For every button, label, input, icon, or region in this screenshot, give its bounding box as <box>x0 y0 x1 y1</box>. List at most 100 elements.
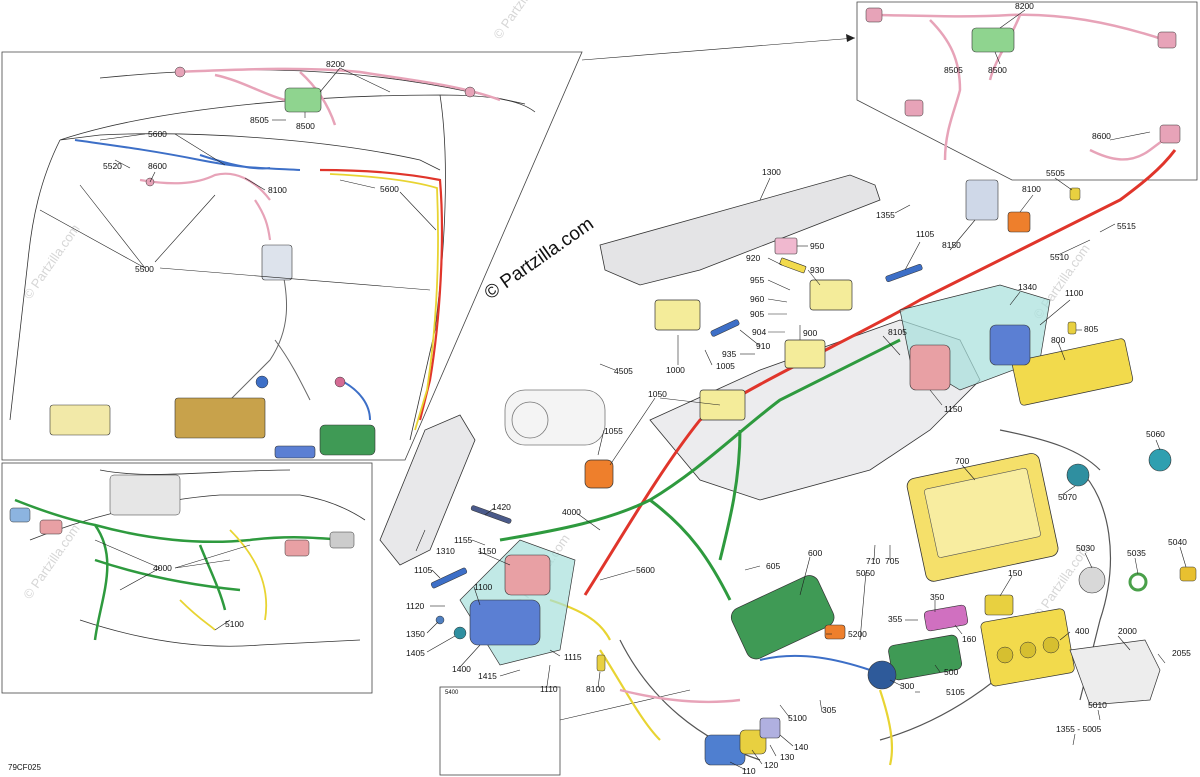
callout-1105-lower: 1105 <box>414 565 433 575</box>
inset-arrow-line <box>581 37 856 61</box>
callout-5200: 5200 <box>848 629 867 639</box>
callout-5100-main: 5100 <box>788 713 807 723</box>
module-blue-topleft <box>274 445 316 459</box>
socket-5040 <box>1179 566 1197 582</box>
callout-5600-main: 5600 <box>636 565 655 575</box>
main-leaders <box>415 131 1187 771</box>
callout-355: 355 <box>888 614 902 624</box>
connector-blue-1 <box>255 375 269 389</box>
display-700-screen <box>924 468 1041 558</box>
relay-930 <box>809 279 853 311</box>
callout-2055: 2055 <box>1172 648 1191 658</box>
module-1000 <box>654 299 701 331</box>
connector-8600 <box>1159 124 1181 144</box>
callout-700: 700 <box>955 456 969 466</box>
module-800 <box>1012 338 1134 406</box>
callout-5035: 5035 <box>1127 548 1146 558</box>
white-harness-down <box>229 259 311 401</box>
callout-5515: 5515 <box>1117 221 1136 231</box>
dash-structure <box>649 319 981 501</box>
bottom-left-inset-frame <box>1 462 373 694</box>
frame-detail-bl <box>109 474 181 516</box>
pink-main-harness <box>619 134 1171 704</box>
callout-2000: 2000 <box>1118 626 1137 636</box>
green-harness-bl <box>14 498 346 641</box>
side-panel-1310 <box>379 414 476 566</box>
module-1150b <box>504 554 551 596</box>
bottom-left-inset <box>9 469 366 647</box>
connector-1420 <box>470 505 512 524</box>
connector-tr-2 <box>1157 31 1177 49</box>
callout-8105: 8105 <box>888 327 907 337</box>
callout-8100-top: 8100 <box>268 185 287 195</box>
figure-code: 79CF025 <box>8 763 41 772</box>
watermark-1: © Partzilla.com <box>20 221 83 301</box>
callout-500: 500 <box>944 667 958 677</box>
connector-bl-1 <box>9 507 31 523</box>
callout-1100-lower: 1100 <box>474 582 493 592</box>
callout-1400: 1400 <box>452 664 471 674</box>
callout-960: 960 <box>750 294 764 304</box>
knob-400-2 <box>1019 641 1037 659</box>
callout-920: 920 <box>746 253 760 263</box>
callout-900: 900 <box>803 328 817 338</box>
connector-805 <box>1067 321 1077 335</box>
callout-1355-5005: 1355 - 5005 <box>1056 724 1102 734</box>
callout-1150-upper: 1150 <box>944 404 963 414</box>
connector-bl-3 <box>284 539 310 557</box>
inset-arrow-head <box>846 34 855 42</box>
callout-910: 910 <box>756 341 770 351</box>
callout-1050: 1050 <box>648 389 667 399</box>
module-900 <box>784 339 826 369</box>
part-5030 <box>1078 566 1106 594</box>
red-main-harness <box>583 149 1177 596</box>
dash-module-brown <box>174 397 266 439</box>
callout-800: 800 <box>1051 335 1065 345</box>
red-harness <box>319 168 444 421</box>
callout-1415: 1415 <box>478 671 497 681</box>
connector-tr-1 <box>865 7 883 23</box>
callout-1420: 1420 <box>492 502 511 512</box>
pink-harness-top <box>174 67 501 126</box>
callout-4505: 4505 <box>614 366 633 376</box>
speaker-5070 <box>1066 463 1090 487</box>
callout-110: 110 <box>742 766 756 776</box>
relay-950 <box>774 237 798 255</box>
top-right-inset <box>865 7 1177 161</box>
winch <box>504 389 606 446</box>
callout-1120: 1120 <box>406 601 425 611</box>
callout-140: 140 <box>794 742 808 752</box>
callout-8200-tr: 8200 <box>1015 1 1034 11</box>
connector-130 <box>759 717 781 739</box>
callout-1340: 1340 <box>1018 282 1037 292</box>
yellow-harness <box>329 173 439 431</box>
connector-pink-2 <box>464 86 476 98</box>
top-left-inset-leaders <box>39 67 437 291</box>
connector-150 <box>984 594 1014 616</box>
callout-930: 930 <box>810 265 824 275</box>
pink-harness-tr <box>869 13 1166 161</box>
main-assembly <box>379 124 1197 766</box>
connector-1105b <box>430 567 468 589</box>
knob-400-1 <box>996 646 1014 664</box>
connector-1105a <box>885 263 923 283</box>
callout-150: 150 <box>1008 568 1022 578</box>
top-right-inset-frame <box>856 1 1198 181</box>
brand-mark: © Partzilla.com <box>481 213 598 304</box>
connector-bl-4 <box>329 531 355 549</box>
module-1050 <box>699 389 746 421</box>
callout-1355: 1355 <box>876 210 895 220</box>
callout-5500: 5500 <box>135 264 154 274</box>
callout-1405: 1405 <box>406 648 425 658</box>
callout-605: 605 <box>766 561 780 571</box>
callout-5100-bl: 5100 <box>225 619 244 629</box>
callout-8150: 8150 <box>942 240 961 250</box>
callout-600: 600 <box>808 548 822 558</box>
callout-305: 305 <box>822 705 836 715</box>
pink-harness-left <box>139 172 272 241</box>
callout-905: 905 <box>750 309 764 319</box>
callout-labels: 8200 8505 8500 5600 5520 8600 8100 5600 … <box>103 1 1191 776</box>
connector-8100c <box>596 654 606 672</box>
connector-110 <box>704 734 746 766</box>
